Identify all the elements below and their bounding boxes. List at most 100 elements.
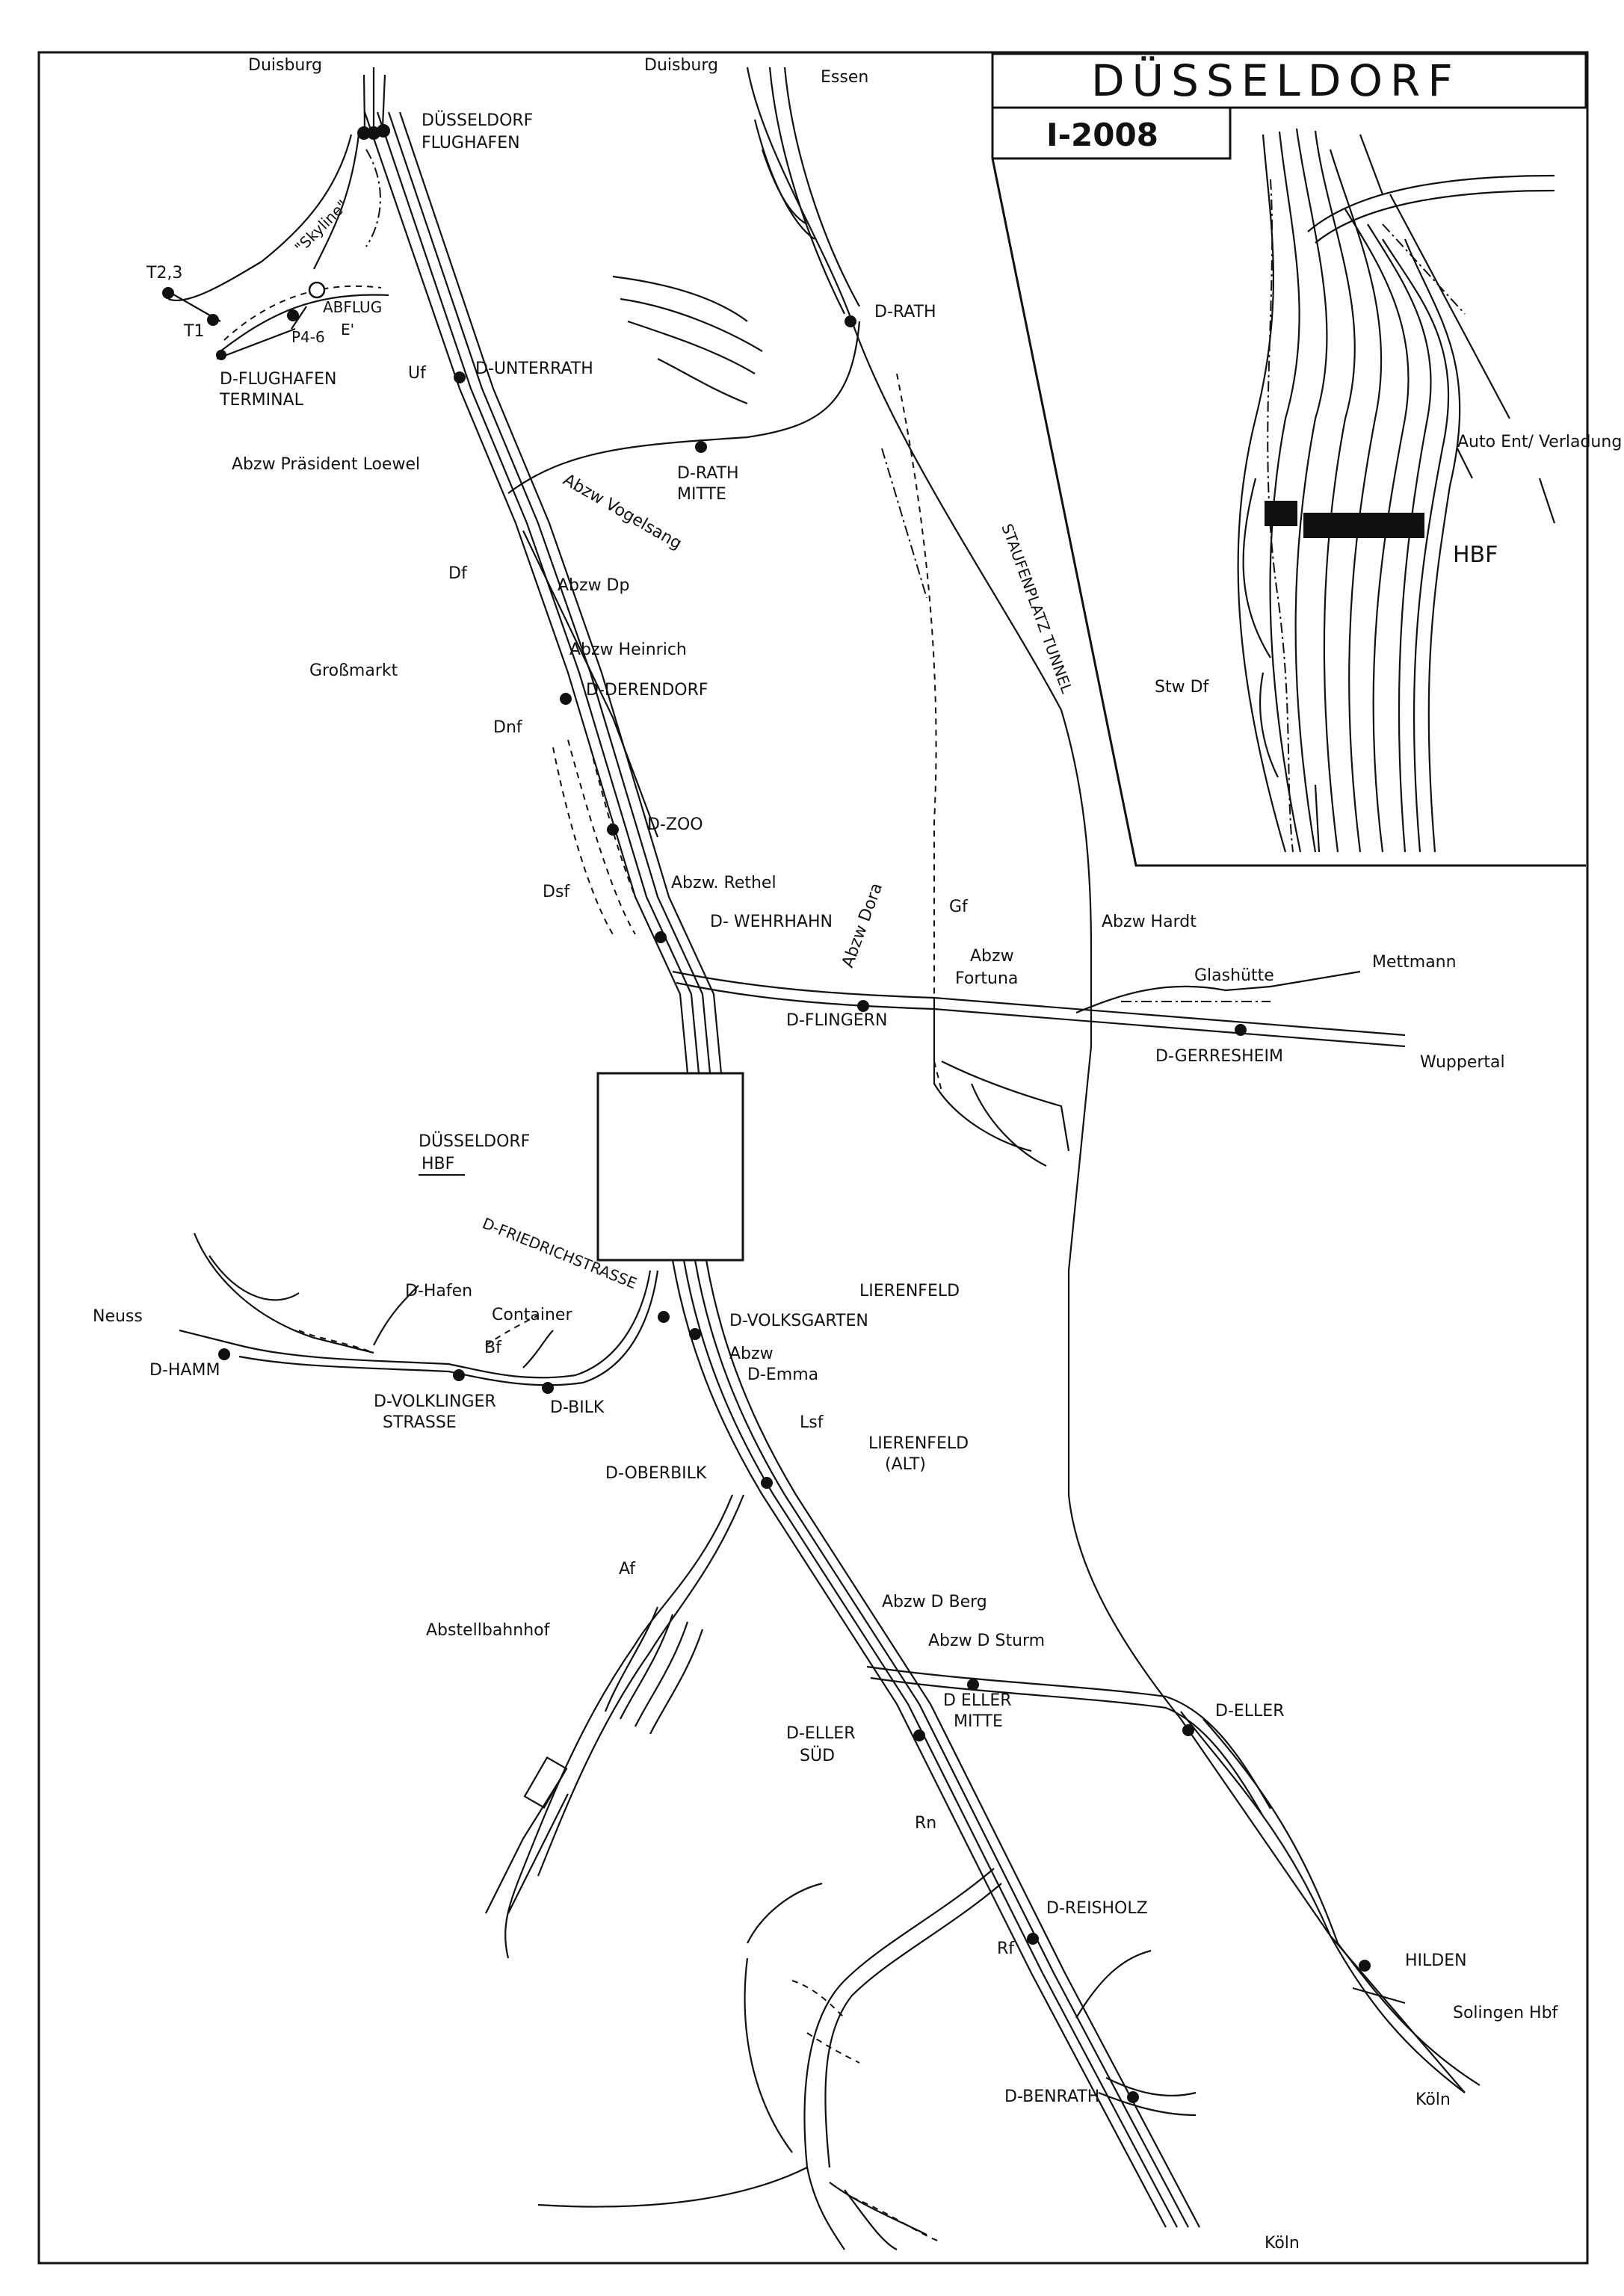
label-eller: D-ELLER	[1215, 1702, 1284, 1721]
station-dot-oberbilk	[761, 1477, 773, 1489]
label-friedrichstrasse: D-FRIEDRICHSTRASSE	[480, 1214, 639, 1292]
station-dot-eller-mitte	[967, 1679, 979, 1691]
junction-vogelsang: Abzw Vogelsang	[560, 471, 685, 554]
label-hilden: HILDEN	[1405, 1951, 1467, 1970]
station-dot-friedrichstrasse	[658, 1311, 670, 1323]
station-dots	[162, 124, 1371, 2103]
station-dot-benrath	[1127, 2091, 1139, 2103]
airport-branch	[167, 67, 389, 360]
label-glashuette: Glashütte	[1194, 966, 1274, 985]
main-line-north	[363, 111, 723, 1074]
east-branch	[672, 970, 1406, 1167]
label-flughafen-1: DÜSSELDORF	[422, 111, 533, 130]
signalbox-gf: Gf	[949, 898, 969, 916]
station-dot-gerresheim	[1235, 1024, 1247, 1036]
label-hamm: D-HAMM	[149, 1361, 220, 1380]
label-voelklinger-2: STRASSE	[383, 1413, 457, 1432]
label-hbf-1: DÜSSELDORF	[419, 1132, 530, 1151]
junction-praesident: Abzw Präsident Loewel	[232, 455, 420, 474]
direction-koeln-hilden: Köln	[1415, 2090, 1451, 2109]
reisholz-tracks	[537, 1868, 1197, 2250]
station-dot-volksgarten	[689, 1328, 701, 1340]
direction-wuppertal: Wuppertal	[1420, 1053, 1505, 1072]
inset-label-hbf: HBF	[1453, 542, 1498, 568]
signalbox-df: Df	[448, 564, 468, 583]
label-eller-mitte-2: MITTE	[954, 1712, 1003, 1731]
hilden-branch	[1180, 1711, 1481, 2093]
junction-emma-2: D-Emma	[747, 1365, 818, 1384]
junction-fortuna-1: Abzw	[970, 947, 1014, 966]
label-oberbilk: D-OBERBILK	[605, 1464, 707, 1483]
direction-duisburg-airport: Duisburg	[248, 56, 322, 75]
direction-essen: Essen	[821, 68, 868, 87]
label-rath-mitte-1: D-RATH	[677, 464, 739, 483]
label-hbf-2: HBF	[422, 1155, 454, 1173]
label-flughafen-2: FLUGHAFEN	[422, 134, 520, 152]
station-dot-reisholz	[1027, 1933, 1039, 1945]
station-dot-hamm	[218, 1348, 230, 1360]
station-dot-zoo	[607, 824, 619, 836]
junction-dp: Abzw Dp	[558, 576, 629, 595]
label-derendorf: D-DERENDORF	[586, 681, 708, 700]
station-dot-flughafen-3	[377, 124, 390, 138]
direction-duisburg-rath: Duisburg	[644, 56, 718, 75]
station-dot-unterrath	[454, 371, 466, 383]
junction-emma-1: Abzw	[729, 1345, 774, 1363]
label-p46: P4-6	[291, 328, 325, 346]
junction-staufenplatz: STAUFENPLATZ TUNNEL	[998, 522, 1076, 697]
station-dot-bilk	[542, 1382, 554, 1394]
signalbox-bf: Bf	[484, 1339, 502, 1357]
label-lierenfeld: LIERENFELD	[859, 1282, 960, 1300]
station-dot-abflug	[308, 281, 326, 299]
label-rath: D-RATH	[874, 303, 936, 321]
label-gerresheim: D-GERRESHEIM	[1155, 1047, 1283, 1066]
south-main	[671, 1259, 1271, 2228]
label-bilk: D-BILK	[550, 1398, 605, 1417]
signalbox-dsf: Dsf	[543, 883, 570, 901]
junction-heinrich: Abzw Heinrich	[569, 641, 687, 659]
junction-sturm: Abzw D Sturm	[928, 1632, 1045, 1650]
abstellbahnhof-tracks	[485, 1494, 745, 1959]
station-dot-rath	[845, 315, 856, 327]
label-terminal-2: TERMINAL	[219, 391, 304, 410]
hbf-box	[596, 1072, 744, 1262]
label-rath-mitte-2: MITTE	[677, 485, 726, 504]
label-container: Container	[492, 1306, 572, 1324]
title-block: DÜSSELDORF I-2008	[991, 52, 1587, 160]
label-grossmarkt: Großmarkt	[309, 661, 398, 680]
station-dot-t23	[162, 287, 174, 299]
station-dot-derendorf	[560, 693, 572, 705]
signalbox-dnf: Dnf	[493, 718, 523, 737]
label-abflug: ABFLUG	[323, 298, 382, 316]
label-voelklinger-1: D-VOLKLINGER	[374, 1392, 496, 1411]
direction-mettmann: Mettmann	[1372, 953, 1457, 972]
label-lierenfeld-alt-2: (ALT)	[885, 1455, 926, 1474]
station-dot-wehrhahn	[655, 931, 667, 943]
inset-label-stw: Stw Df	[1155, 678, 1210, 697]
junction-dora: Abzw Dora	[839, 880, 886, 970]
junction-hardt: Abzw Hardt	[1102, 913, 1197, 931]
hbf-inset: Auto Ent/ Verladung HBF Stw Df	[991, 128, 1622, 867]
inset-platform-2	[1303, 513, 1424, 538]
signalbox-af: Af	[619, 1560, 636, 1578]
map-date: I-2008	[1046, 117, 1158, 153]
inset-label-auto: Auto Ent/ Verladung	[1457, 433, 1622, 451]
station-dot-flughafen	[357, 126, 371, 140]
station-dot-rath-mitte	[695, 441, 707, 453]
station-dot-voelklinger	[453, 1369, 465, 1381]
rath-lines	[507, 67, 1466, 2093]
station-dot-hilden	[1359, 1960, 1371, 1972]
direction-solingen: Solingen Hbf	[1453, 2004, 1559, 2022]
station-dot-terminal	[216, 350, 226, 360]
station-dot-p46	[287, 309, 299, 321]
junction-berg: Abzw D Berg	[882, 1593, 987, 1611]
label-reisholz: D-REISHOLZ	[1046, 1899, 1148, 1918]
junction-fortuna-2: Fortuna	[955, 969, 1018, 988]
label-eller-sued-2: SÜD	[800, 1746, 835, 1765]
label-zoo: D-ZOO	[647, 815, 703, 834]
label-lierenfeld-alt-1: LIERENFELD	[868, 1434, 969, 1453]
label-eller-sued-1: D-ELLER	[786, 1724, 855, 1743]
signalbox-rn: Rn	[915, 1814, 936, 1833]
label-benrath: D-BENRATH	[1004, 2087, 1099, 2106]
